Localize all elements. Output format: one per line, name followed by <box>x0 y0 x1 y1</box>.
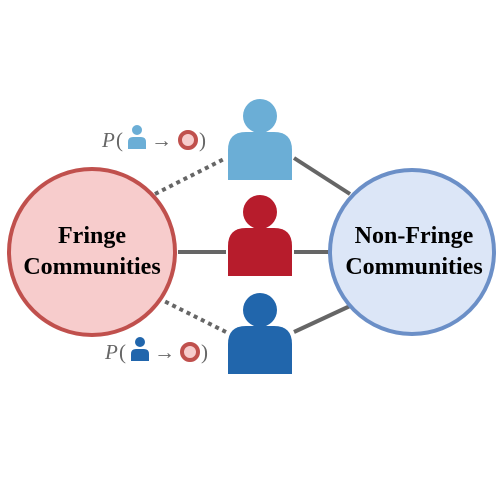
prob-top-arrow: → <box>151 128 172 152</box>
edge-fringe-bottom-user <box>157 296 227 334</box>
user-icon-bottom <box>228 293 292 374</box>
non-fringe-node-circle <box>328 168 496 336</box>
mini-user-icon-top <box>128 125 146 149</box>
prob-top-close-paren: ) <box>199 128 206 152</box>
prob-bottom-p: P <box>104 340 118 364</box>
target-community-icon-top <box>178 130 198 150</box>
target-community-icon-bottom <box>180 342 200 362</box>
user-icon-middle <box>228 195 292 276</box>
non-fringe-label-line1: Non-Fringe <box>355 223 474 249</box>
user-icon-top <box>228 99 292 180</box>
fringe-label-line1: Fringe <box>58 223 126 249</box>
probability-annotation-bottom: P ( → ) <box>104 337 208 364</box>
fringe-label-line2: Communities <box>23 254 160 280</box>
prob-bottom-close-paren: ) <box>201 340 208 364</box>
non-fringe-label-line2: Communities <box>345 254 482 280</box>
fringe-node-circle <box>7 167 177 337</box>
prob-bottom-arrow: → <box>154 340 175 364</box>
prob-top-open-paren: ( <box>116 128 123 152</box>
prob-top-p: P <box>101 128 115 152</box>
mini-user-icon-bottom <box>131 337 149 361</box>
non-fringe-communities-node: Non-Fringe Communities <box>328 168 496 336</box>
probability-annotation-top: P ( → ) <box>101 125 206 152</box>
edge-bottom-user-nonfringe <box>293 304 351 334</box>
fringe-communities-node: Fringe Communities <box>7 167 177 337</box>
edge-fringe-top-user <box>154 156 227 196</box>
prob-bottom-open-paren: ( <box>119 340 126 364</box>
edge-top-user-nonfringe <box>292 156 352 196</box>
